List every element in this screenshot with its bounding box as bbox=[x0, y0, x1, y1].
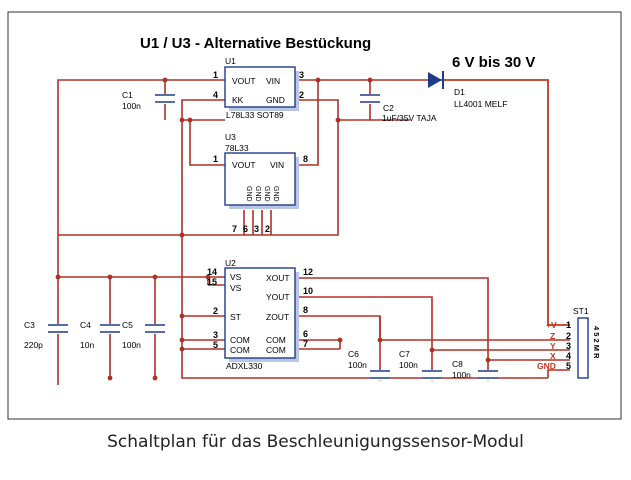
u2-part: ADXL330 bbox=[226, 361, 263, 371]
d1-ref: D1 bbox=[454, 87, 465, 97]
capacitor-c8: C8 100n bbox=[452, 359, 498, 380]
u2-pin-6: 6 bbox=[303, 329, 308, 339]
capacitor-c1: C1 100n bbox=[122, 90, 175, 111]
ic-u3: U3 78L33 VOUT VIN 1 8 GND GND GND GND 7 … bbox=[213, 132, 308, 234]
u3-gnd-label-4: GND bbox=[272, 186, 279, 202]
u2-pin-7: 7 bbox=[303, 339, 308, 349]
capacitor-c4: C4 10n bbox=[80, 320, 120, 350]
c3-ref: C3 bbox=[24, 320, 35, 330]
u1-pin-4: 4 bbox=[213, 90, 218, 100]
c4-value: 10n bbox=[80, 340, 94, 350]
c5-value: 100n bbox=[122, 340, 141, 350]
u2-pin-name-vs-2: VS bbox=[230, 283, 242, 293]
u2-pin-name-yout: YOUT bbox=[266, 292, 290, 302]
capacitor-c6: C6 100n bbox=[348, 349, 390, 380]
st1-signal-z: Z bbox=[550, 331, 555, 341]
u3-part: 78L33 bbox=[225, 143, 249, 153]
c6-ref: C6 bbox=[348, 349, 359, 359]
diode-d1: D1 LL4001 MELF bbox=[428, 71, 507, 109]
u2-pin-name-vs-1: VS bbox=[230, 272, 242, 282]
u2-pin-name-com-1: COM bbox=[230, 335, 250, 345]
u1-pin-name-gnd: GND bbox=[266, 95, 285, 105]
u2-pin-14: 14 bbox=[207, 267, 217, 277]
u3-pin-name-vout: VOUT bbox=[232, 160, 256, 170]
figure-caption: Schaltplan für das Beschleunigungssensor… bbox=[107, 432, 524, 452]
ic-u1: U1 VOUT KK VIN GND 1 4 3 2 L78L33 SOT89 bbox=[213, 56, 304, 120]
u2-ref: U2 bbox=[225, 258, 236, 268]
diagram-border bbox=[7, 11, 622, 420]
u1-pin-1: 1 bbox=[213, 70, 218, 80]
st1-part: 4 5 2 M R bbox=[592, 326, 601, 359]
st1-pin-1: 1 bbox=[566, 320, 571, 330]
c7-ref: C7 bbox=[399, 349, 410, 359]
c8-ref: C8 bbox=[452, 359, 463, 369]
u3-pin-7: 7 bbox=[232, 224, 237, 234]
u1-pin-name-kk: KK bbox=[232, 95, 244, 105]
u2-pin-10: 10 bbox=[303, 286, 313, 296]
diagram-title: U1 / U3 - Alternative Bestückung bbox=[140, 35, 371, 52]
st1-signal-gnd: GND bbox=[537, 361, 556, 371]
c1-value: 100n bbox=[122, 101, 141, 111]
u2-pin-5: 5 bbox=[213, 340, 218, 350]
capacitor-c2: C2 1uF/35V TAJA bbox=[360, 94, 437, 123]
u3-ref: U3 bbox=[225, 132, 236, 142]
c4-ref: C4 bbox=[80, 320, 91, 330]
u3-gnd-label-2: GND bbox=[254, 186, 261, 202]
st1-signal-y: Y bbox=[550, 341, 556, 351]
u2-pin-name-zout: ZOUT bbox=[266, 312, 289, 322]
u1-ref: U1 bbox=[225, 56, 236, 66]
u3-gnd-label-1: GND bbox=[245, 186, 252, 202]
u1-pin-2: 2 bbox=[299, 90, 304, 100]
u3-pin-8: 8 bbox=[303, 154, 308, 164]
st1-pin-2: 2 bbox=[566, 331, 571, 341]
u1-pin-name-vin: VIN bbox=[266, 76, 280, 86]
c7-value: 100n bbox=[399, 360, 418, 370]
c2-ref: C2 bbox=[383, 103, 394, 113]
u3-pin-2: 2 bbox=[265, 224, 270, 234]
c8-value: 100n bbox=[452, 370, 471, 380]
u3-pin-1: 1 bbox=[213, 154, 218, 164]
st1-pin-5: 5 bbox=[566, 361, 571, 371]
st1-signal-x: X bbox=[550, 351, 556, 361]
u2-pin-name-com-3: COM bbox=[266, 335, 286, 345]
u2-pin-3: 3 bbox=[213, 330, 218, 340]
u2-pin-8: 8 bbox=[303, 305, 308, 315]
u2-pin-2: 2 bbox=[213, 306, 218, 316]
u3-pin-6: 6 bbox=[243, 224, 248, 234]
c2-value: 1uF/35V TAJA bbox=[382, 113, 437, 123]
c3-value: 220p bbox=[24, 340, 43, 350]
supply-voltage-label: 6 V bis 30 V bbox=[452, 54, 535, 71]
u3-pin-3: 3 bbox=[254, 224, 259, 234]
st1-pin-3: 3 bbox=[566, 341, 571, 351]
u1-part: L78L33 SOT89 bbox=[226, 110, 284, 120]
capacitor-c7: C7 100n bbox=[399, 349, 442, 380]
u2-pin-name-com-4: COM bbox=[266, 345, 286, 355]
d1-part: LL4001 MELF bbox=[454, 99, 507, 109]
ic-u2: U2 VS VS ST COM COM XOUT YOUT ZOUT COM C… bbox=[207, 258, 313, 371]
c1-ref: C1 bbox=[122, 90, 133, 100]
st1-ref: ST1 bbox=[573, 306, 589, 316]
st1-signal-plus-v: +V bbox=[546, 320, 557, 330]
capacitor-c3: C3 220p bbox=[24, 320, 68, 350]
u3-pin-name-vin: VIN bbox=[270, 160, 284, 170]
c5-ref: C5 bbox=[122, 320, 133, 330]
u2-pin-15: 15 bbox=[207, 277, 217, 287]
c6-value: 100n bbox=[348, 360, 367, 370]
st1-pin-4: 4 bbox=[566, 351, 571, 361]
u1-pin-3: 3 bbox=[299, 70, 304, 80]
u3-gnd-label-3: GND bbox=[263, 186, 270, 202]
u1-pin-name-vout: VOUT bbox=[232, 76, 256, 86]
connector-st1: ST1 +V Z Y X GND 1 2 3 4 5 4 5 2 M R bbox=[537, 306, 601, 379]
u2-pin-12: 12 bbox=[303, 267, 313, 277]
u2-pin-name-com-2: COM bbox=[230, 345, 250, 355]
u2-pin-name-st: ST bbox=[230, 312, 241, 322]
u2-pin-name-xout: XOUT bbox=[266, 273, 290, 283]
capacitor-c5: C5 100n bbox=[122, 320, 165, 350]
